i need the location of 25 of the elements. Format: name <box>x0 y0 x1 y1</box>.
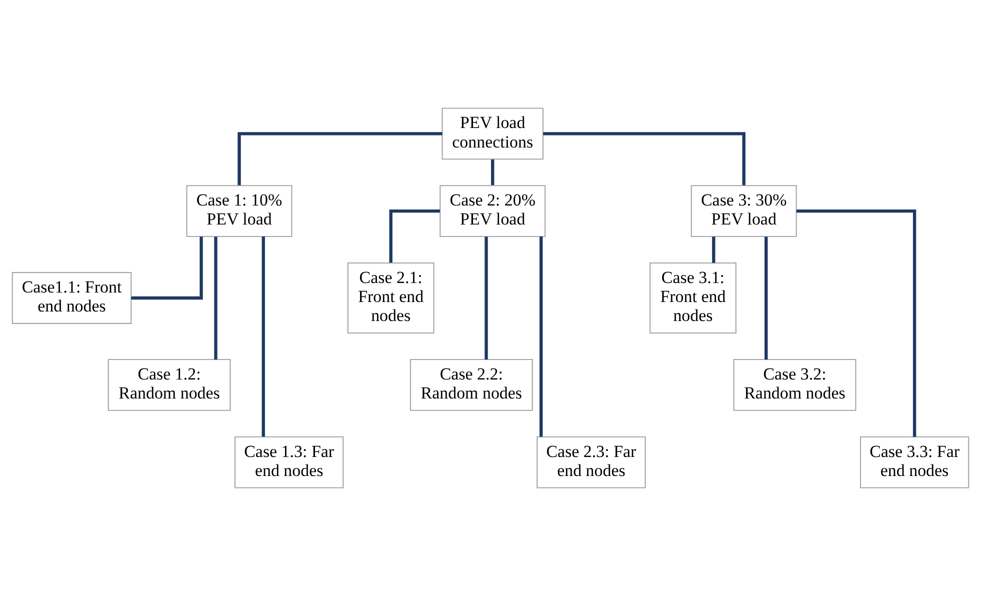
node-box: Case 1.2: Random nodes <box>108 358 231 410</box>
node-box: Case 2.3: Far end nodes <box>536 436 646 488</box>
node-box: Case 2.2: Random nodes <box>410 358 533 410</box>
node-box: Case 2: 20% PEV load <box>440 184 546 237</box>
node-box: Case 1: 10% PEV load <box>186 184 292 237</box>
node-box: PEV load connections <box>442 107 544 160</box>
connector <box>131 236 203 300</box>
connector <box>764 236 768 359</box>
node-box: Case 3: 30% PEV load <box>690 184 797 237</box>
node-box: Case 1.3: Far end nodes <box>234 436 344 488</box>
node-box: Case 3.3: Far end nodes <box>860 436 970 488</box>
connector <box>238 132 442 185</box>
connector <box>712 236 716 262</box>
node-box: Case 3.2: Random nodes <box>733 358 856 410</box>
connector <box>262 236 265 436</box>
connector <box>796 208 916 436</box>
connector <box>543 132 746 185</box>
connector <box>540 236 543 436</box>
node-box: Case 3.1: Front end nodes <box>650 262 736 334</box>
connector <box>484 236 488 359</box>
connector <box>389 208 440 262</box>
node-box: Case1.1: Front end nodes <box>12 272 132 324</box>
node-box: Case 2.1: Front end nodes <box>347 262 434 334</box>
connector <box>214 236 218 359</box>
connector <box>491 158 494 185</box>
